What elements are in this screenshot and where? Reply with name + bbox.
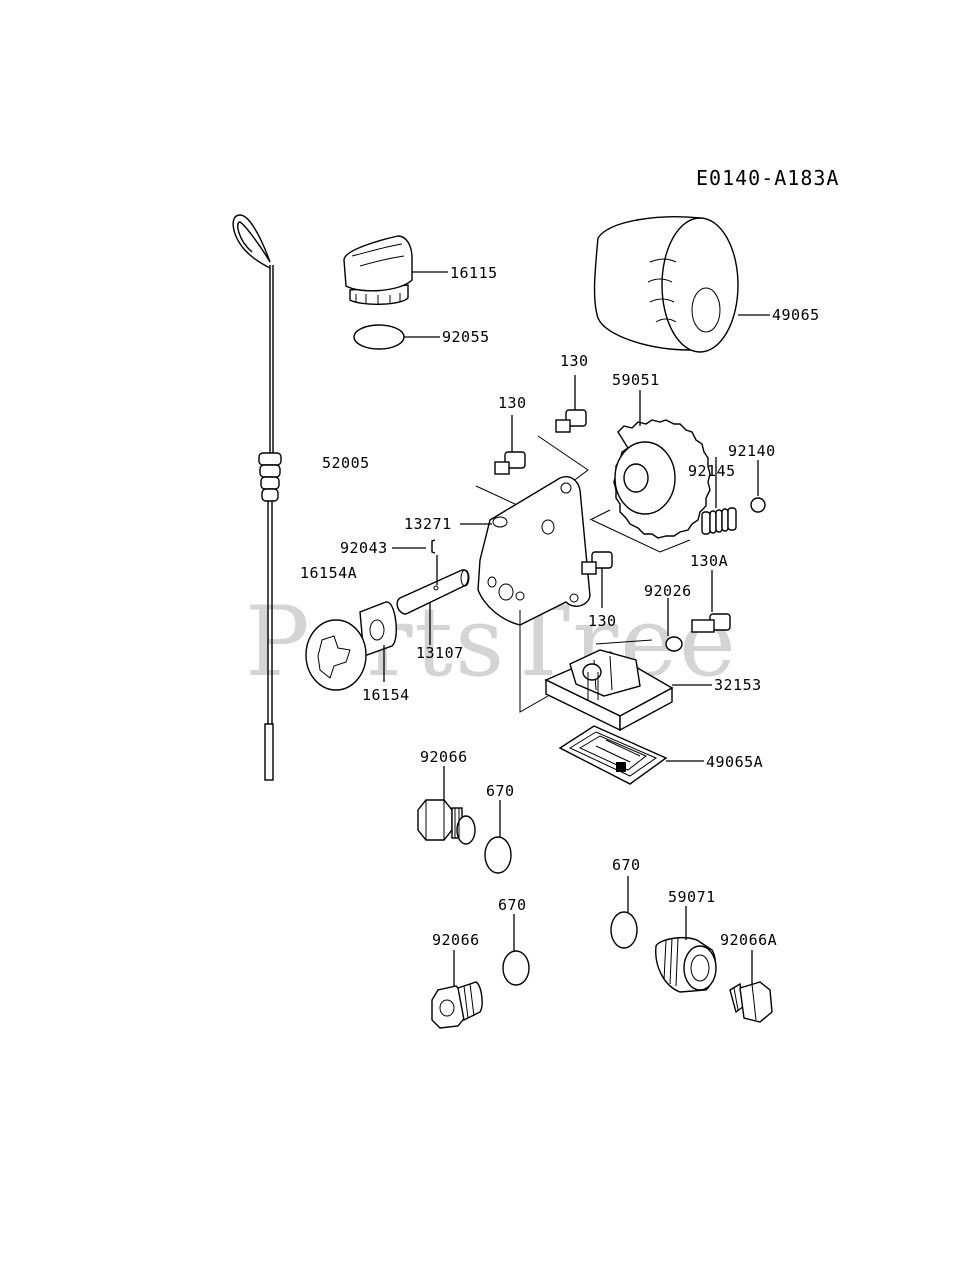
outer-rotor-part[interactable] [305,619,367,691]
rotor-part[interactable] [359,601,397,657]
oring-2-part[interactable] [502,950,530,986]
relief-part[interactable] [665,636,683,652]
bolt-a-part[interactable] [691,613,731,633]
oring-1-part[interactable] [484,836,512,874]
label-bolt-top: 130 [560,352,589,370]
plug-a-part[interactable] [729,981,773,1023]
label-oring-3: 670 [612,856,641,874]
bolt-mid-part[interactable] [581,551,613,575]
label-plug-2: 92066 [432,931,480,949]
label-bolt-a: 130A [690,552,728,570]
label-dipstick: 52005 [322,454,370,472]
label-shaft: 13107 [416,644,464,662]
label-cap-oring: 92055 [442,328,490,346]
ball-part[interactable] [750,497,766,513]
plug-2-part[interactable] [431,981,483,1029]
label-strainer: 32153 [714,676,762,694]
gear-part[interactable] [613,419,711,539]
label-oil-filter: 49065 [772,306,820,324]
pump-plate-part[interactable] [477,476,611,626]
label-rotor-assy: 16154A [300,564,357,582]
bolt-left-part[interactable] [494,415,526,475]
diagram-code: E0140-A183A [696,166,839,190]
fitting-part[interactable] [655,936,717,993]
label-fitting: 59071 [668,888,716,906]
shaft-part[interactable] [396,569,470,615]
oil-cap-part[interactable] [343,235,413,305]
bolt-top-part[interactable] [555,375,587,433]
dipstick-part[interactable] [232,214,282,781]
label-oring-1: 670 [486,782,515,800]
oring-3-part[interactable] [610,911,638,949]
label-rotor: 16154 [362,686,410,704]
label-pin: 13271 [404,515,452,533]
strainer-part[interactable] [544,649,674,732]
label-bolt-mid: 130 [588,612,617,630]
label-plug-a: 92066A [720,931,777,949]
label-relief: 92026 [644,582,692,600]
label-oring-2: 670 [498,896,527,914]
label-ball: 92140 [728,442,776,460]
spring-part[interactable] [701,507,737,535]
label-spring: 92145 [688,462,736,480]
plug-1-part[interactable] [417,799,476,845]
label-clip: 92043 [340,539,388,557]
clip-part[interactable] [431,539,436,554]
label-screen: 49065A [706,753,763,771]
label-gear: 59051 [612,371,660,389]
label-oil-cap: 16115 [450,264,498,282]
oil-filter-part[interactable] [593,216,739,353]
cap-oring-part[interactable] [353,324,405,350]
label-bolt-left: 130 [498,394,527,412]
label-plug-1: 92066 [420,748,468,766]
screen-part[interactable] [558,725,668,785]
